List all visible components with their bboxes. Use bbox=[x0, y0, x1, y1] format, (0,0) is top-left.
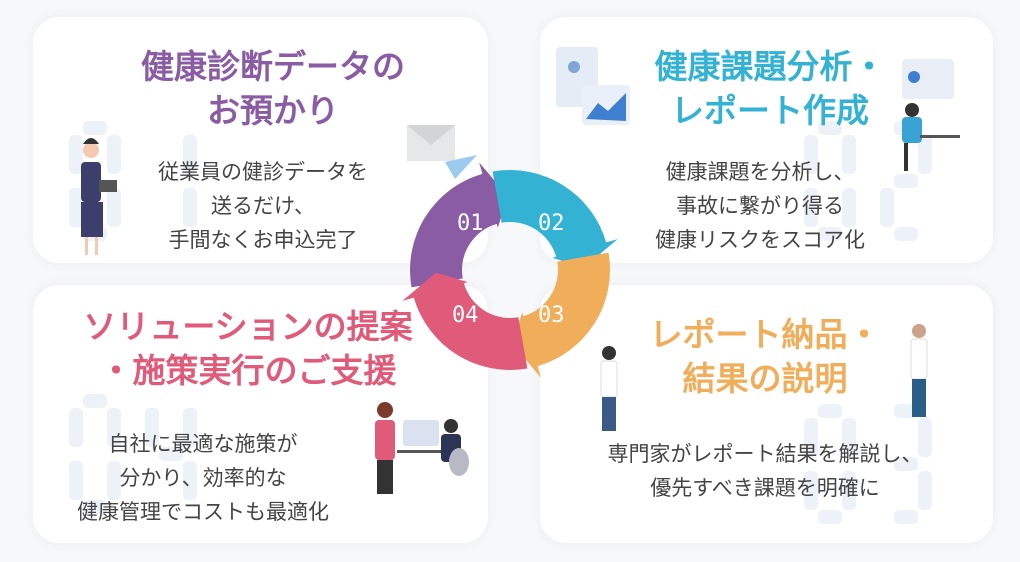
meeting-at-computer-icon bbox=[375, 402, 469, 494]
cycle-label-02: 02 bbox=[538, 211, 565, 236]
digit-segment bbox=[107, 188, 121, 227]
analytics-dashboard-icon bbox=[556, 47, 630, 125]
step-title: 健康診断データのお預かり bbox=[141, 47, 405, 130]
digit-segment bbox=[894, 227, 918, 241]
digit-segment bbox=[918, 418, 932, 457]
step-description: 自社に最適な施策が分かり、効率的な健康管理でコストも最適化 bbox=[77, 432, 329, 524]
digit-segment bbox=[818, 510, 842, 524]
digit-segment bbox=[842, 135, 856, 174]
cycle-label-03: 03 bbox=[538, 303, 565, 328]
digit-segment bbox=[818, 404, 842, 418]
step-03-card: レポート納品・結果の説明 専門家がレポート結果を解説し、優先すべき課題を明確に bbox=[540, 285, 993, 543]
doctor-icon bbox=[600, 346, 618, 431]
digit-segment bbox=[894, 510, 918, 524]
cycle-arrow-segment-2 bbox=[492, 170, 618, 268]
digit-segment bbox=[183, 461, 197, 500]
cycle-label-01: 01 bbox=[457, 211, 484, 236]
digit-segment bbox=[894, 174, 918, 188]
digit-segment bbox=[804, 471, 818, 510]
digit-segment bbox=[145, 408, 159, 447]
digit-segment bbox=[183, 188, 197, 227]
digit-segment bbox=[842, 418, 856, 457]
businesswoman-laptop-icon bbox=[81, 138, 117, 255]
cycle-arrow-segment-4 bbox=[402, 272, 528, 370]
digit-segment bbox=[107, 461, 121, 500]
digit-segment bbox=[69, 135, 83, 174]
step-title: 健康課題分析・レポート作成 bbox=[654, 47, 886, 130]
digit-segment bbox=[159, 447, 183, 461]
digit-segment bbox=[842, 471, 856, 510]
step-02-card: 健康課題分析・レポート作成 健康課題を分析し、事故に繋がり得る健康リスクをスコア… bbox=[540, 17, 993, 263]
cycle-label-04: 04 bbox=[452, 303, 479, 328]
process-cycle-diagram: 01 02 03 04 bbox=[402, 162, 618, 378]
background-number-watermark bbox=[804, 404, 932, 524]
digit-segment bbox=[83, 394, 107, 408]
step-04-card: ソリューションの提案・施策実行のご支援 自社に最適な施策が分かり、効率的な健康管… bbox=[33, 285, 488, 543]
digit-segment bbox=[818, 121, 842, 135]
digit-segment bbox=[918, 471, 932, 510]
step-title: ソリューションの提案・施策実行のご支援 bbox=[83, 307, 413, 390]
digit-segment bbox=[818, 227, 842, 241]
digit-segment bbox=[69, 408, 83, 447]
step-01-card: 健康診断データのお預かり 従業員の健診データを送るだけ、手間なくお申込完了 bbox=[33, 17, 488, 263]
digit-segment bbox=[894, 457, 918, 471]
background-number-watermark bbox=[69, 394, 197, 514]
digit-segment bbox=[183, 408, 197, 447]
digit-segment bbox=[83, 500, 107, 514]
cycle-arrow-segment-1 bbox=[410, 162, 508, 288]
step-title: レポート納品・結果の説明 bbox=[649, 315, 881, 398]
nurse-icon bbox=[910, 324, 928, 417]
digit-segment bbox=[804, 418, 818, 457]
step-description: 従業員の健診データを送るだけ、手間なくお申込完了 bbox=[158, 160, 368, 252]
digit-segment bbox=[107, 408, 121, 447]
digit-segment bbox=[183, 135, 197, 174]
envelope-paper-plane-icon bbox=[407, 125, 477, 179]
step-description: 健康課題を分析し、事故に繋がり得る健康リスクをスコア化 bbox=[655, 160, 865, 252]
digit-segment bbox=[83, 121, 107, 135]
digit-segment bbox=[804, 135, 818, 174]
analyst-at-desk-icon bbox=[902, 59, 960, 171]
background-number-watermark bbox=[69, 121, 197, 241]
cycle-arrow-segment-3 bbox=[512, 252, 610, 378]
digit-segment bbox=[107, 135, 121, 174]
digit-segment bbox=[69, 461, 83, 500]
digit-segment bbox=[918, 135, 932, 174]
digit-segment bbox=[804, 188, 818, 227]
digit-segment bbox=[842, 188, 856, 227]
digit-segment bbox=[69, 188, 83, 227]
step-description: 専門家がレポート結果を解説し、優先すべき課題を明確に bbox=[607, 442, 923, 500]
digit-segment bbox=[880, 188, 894, 227]
